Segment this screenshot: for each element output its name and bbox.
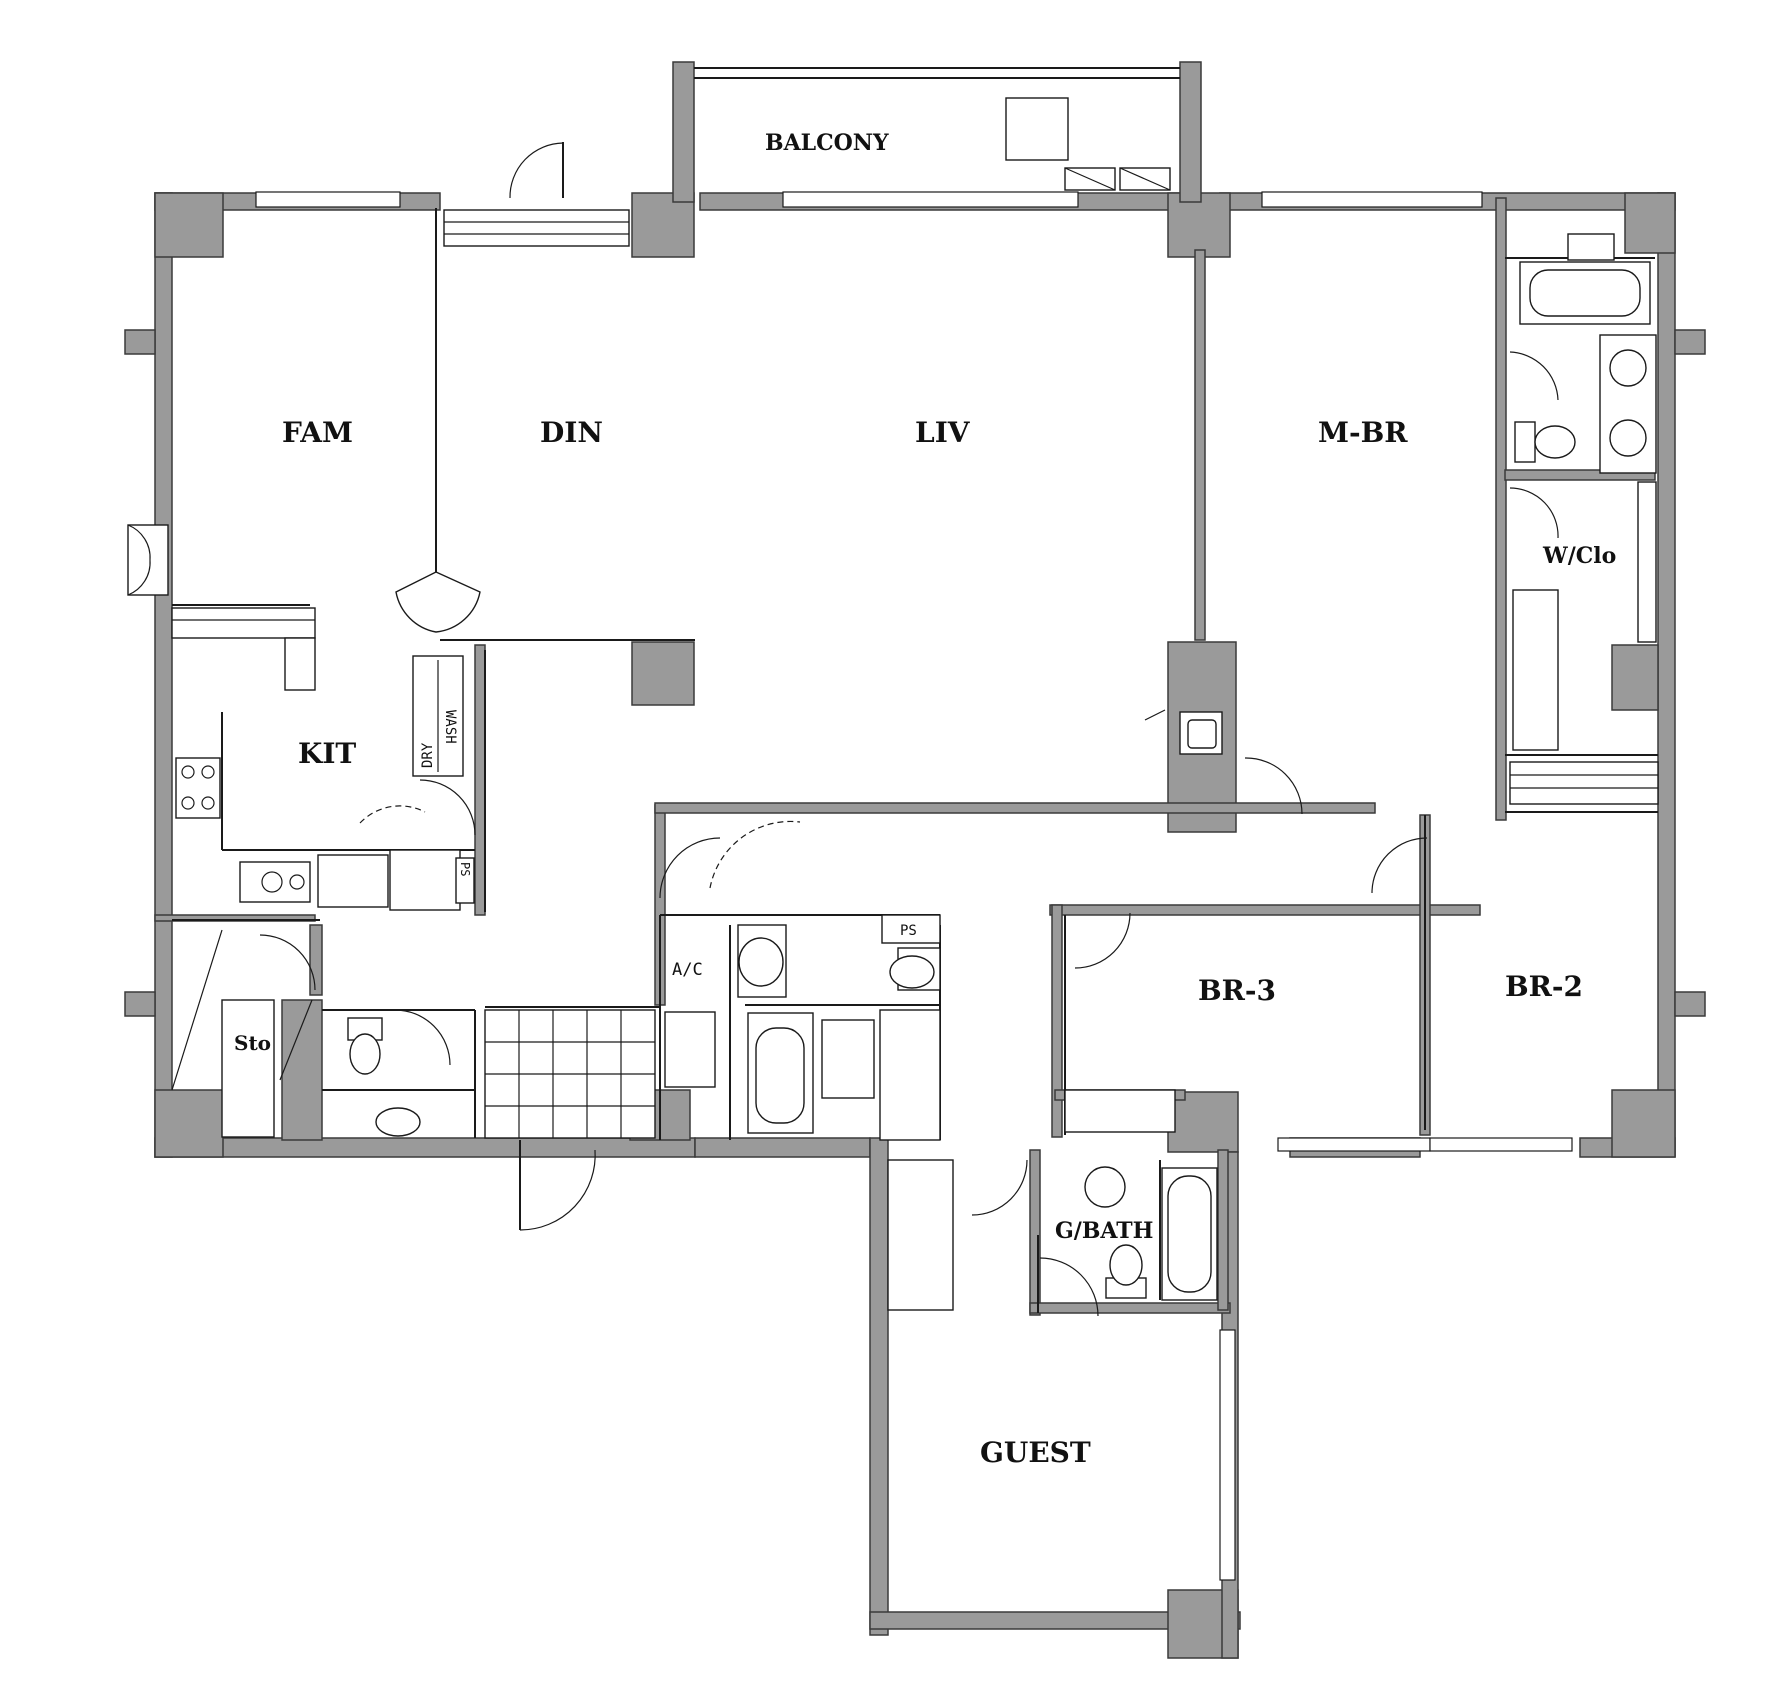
balcony-area bbox=[694, 67, 1180, 191]
label-ps-kitchen: PS bbox=[458, 862, 472, 876]
room-labels: BALCONY FAM DIN LIV M-BR W/Clo KIT Sto B… bbox=[234, 130, 1616, 1469]
label-kit: KIT bbox=[298, 737, 356, 770]
label-din: DIN bbox=[540, 416, 603, 449]
master-bath-fixtures bbox=[1514, 233, 1657, 474]
label-guest: GUEST bbox=[980, 1436, 1091, 1469]
label-ac: A/C bbox=[672, 960, 703, 980]
label-br3: BR-3 bbox=[1198, 974, 1276, 1007]
label-wclo: W/Clo bbox=[1542, 543, 1616, 569]
label-br2: BR-2 bbox=[1505, 970, 1583, 1003]
kitchen-fixtures bbox=[175, 655, 475, 911]
guest-bath-fixtures bbox=[1084, 1166, 1218, 1301]
label-sto: Sto bbox=[234, 1031, 271, 1055]
closet-shelving bbox=[171, 209, 1659, 1311]
label-wash: WASH bbox=[442, 710, 458, 744]
label-fam: FAM bbox=[282, 416, 353, 449]
living-niche bbox=[1179, 711, 1223, 755]
label-mbr: M-BR bbox=[1318, 416, 1408, 449]
windows bbox=[255, 191, 1573, 1581]
fixture-labels: DRY WASH PS A/C PS bbox=[420, 710, 917, 980]
entry-tile-floor bbox=[484, 1009, 656, 1139]
main-bath-fixtures bbox=[737, 914, 941, 1134]
label-liv: LIV bbox=[915, 416, 971, 449]
label-balcony: BALCONY bbox=[765, 130, 889, 156]
label-dry: DRY bbox=[420, 742, 436, 768]
label-ps-bath: PS bbox=[900, 923, 917, 939]
wc-fixtures bbox=[171, 929, 421, 1138]
label-gbath: G/BATH bbox=[1055, 1218, 1153, 1244]
doors bbox=[127, 142, 1559, 1317]
